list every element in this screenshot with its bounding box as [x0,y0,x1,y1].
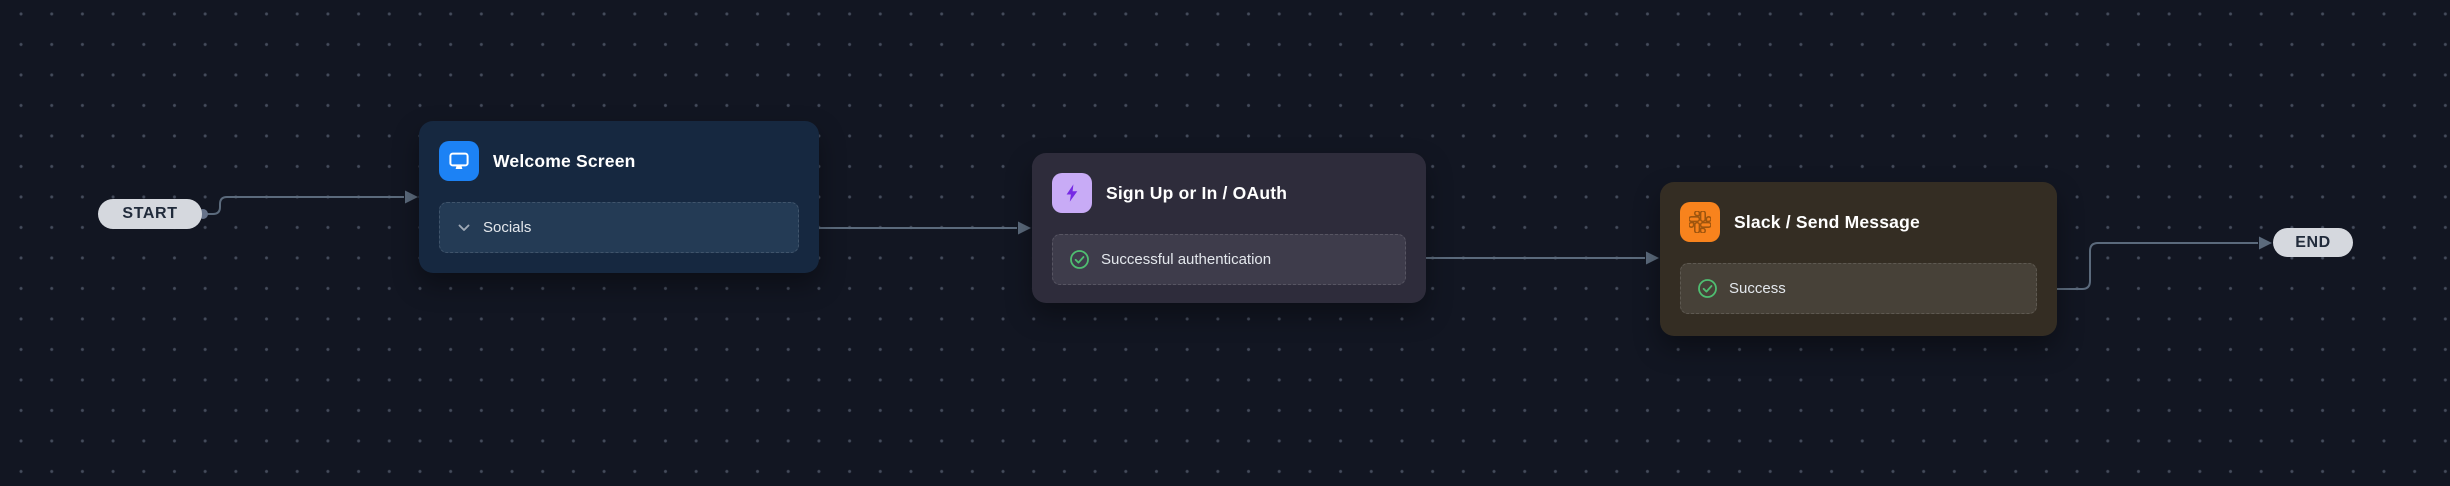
node-title: Sign Up or In / OAuth [1106,182,1288,203]
node-title: Slack / Send Message [1734,211,1920,232]
lightning-icon [1052,173,1092,213]
start-node[interactable]: START [98,199,202,229]
arrowhead-icon [405,190,418,204]
screen-icon [439,141,479,181]
output-row-label: Socials [483,219,532,236]
output-row-socials[interactable]: Socials [439,202,799,253]
output-row-successful-authentication[interactable]: Successful authentication [1052,234,1406,285]
output-row-label: Success [1729,280,1786,297]
check-circle-icon [1697,278,1718,299]
edge-start-to-welcome[interactable] [203,190,418,215]
edge-signup-to-slack[interactable] [1413,251,1659,265]
start-label: START [122,205,178,222]
node-welcome-screen[interactable]: Welcome Screen Socials [419,121,819,273]
node-header: Welcome Screen [439,141,799,181]
arrowhead-icon [1646,251,1659,265]
node-slack-send-message[interactable]: Slack / Send Message Success [1660,182,2057,336]
node-sign-up-oauth[interactable]: Sign Up or In / OAuth Successful authent… [1032,153,1426,303]
edge-welcome-to-signup[interactable] [800,221,1031,235]
output-row-label: Successful authentication [1101,251,1272,268]
end-node[interactable]: END [2273,228,2353,257]
output-row-success[interactable]: Success [1680,263,2037,314]
check-circle-icon [1069,249,1090,270]
node-header: Sign Up or In / OAuth [1052,173,1406,213]
edge-slack-to-end[interactable] [2038,236,2272,290]
node-header: Slack / Send Message [1680,202,2037,242]
node-title: Welcome Screen [493,150,636,171]
end-label: END [2295,233,2331,251]
arrowhead-icon [2259,236,2272,250]
slack-icon [1680,202,1720,242]
arrowhead-icon [1018,221,1031,235]
chevron-down-icon[interactable] [456,220,472,236]
